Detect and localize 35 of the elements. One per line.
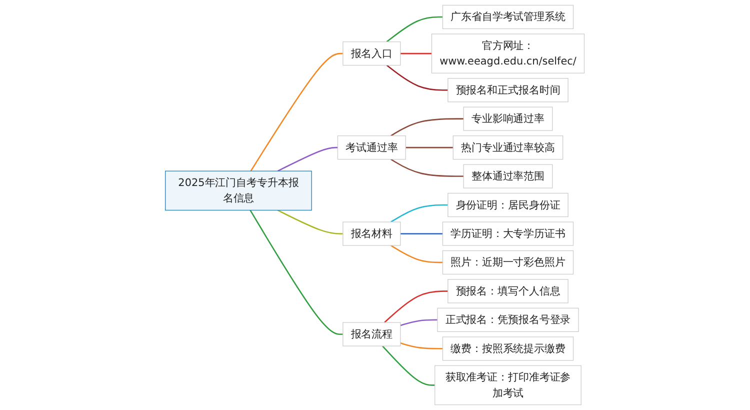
connector xyxy=(390,244,443,264)
node-box: 2025年江门自考专升本报名信息 xyxy=(165,170,312,211)
connector xyxy=(278,210,344,234)
node-box: 缴费：按照系统提示缴费 xyxy=(442,336,574,361)
node-box: 整体通过率范围 xyxy=(463,164,553,188)
node-box: 考试通过率 xyxy=(338,135,406,160)
node-box: 报名流程 xyxy=(342,322,401,346)
connector xyxy=(406,146,454,148)
node-box: 正式报名：凭预报名号登录 xyxy=(437,308,580,332)
connector xyxy=(386,64,448,91)
connector xyxy=(250,210,344,335)
connector xyxy=(390,118,464,136)
node-box: 学历证明：大专学历证书 xyxy=(442,222,574,246)
connector xyxy=(384,290,448,323)
connector xyxy=(390,204,448,223)
node-box: 获取准考证：打印准考证参加考试 xyxy=(434,365,582,406)
connector xyxy=(390,158,464,177)
node-box: 官方网址：www.eeagd.edu.cn/selfec/ xyxy=(432,34,585,74)
connector xyxy=(382,346,436,386)
node-box: 专业影响通过率 xyxy=(463,106,553,131)
node-box: 预报名和正式报名时间 xyxy=(448,78,569,102)
node-box: 预报名：填写个人信息 xyxy=(448,279,569,304)
connector xyxy=(400,52,432,54)
node-box: 照片：近期一寸彩色照片 xyxy=(442,250,574,275)
node-box: 广东省自学考试管理系统 xyxy=(442,4,574,30)
node-box: 身份证明：居民身份证 xyxy=(448,192,569,218)
node-box: 报名材料 xyxy=(342,222,401,246)
connector xyxy=(278,146,338,172)
connector xyxy=(250,52,344,172)
connector xyxy=(400,319,438,326)
connector xyxy=(400,342,443,350)
connector xyxy=(400,233,443,234)
node-box: 热门专业通过率较高 xyxy=(453,135,564,160)
connector xyxy=(386,16,443,42)
node-box: 报名入口 xyxy=(342,41,401,66)
